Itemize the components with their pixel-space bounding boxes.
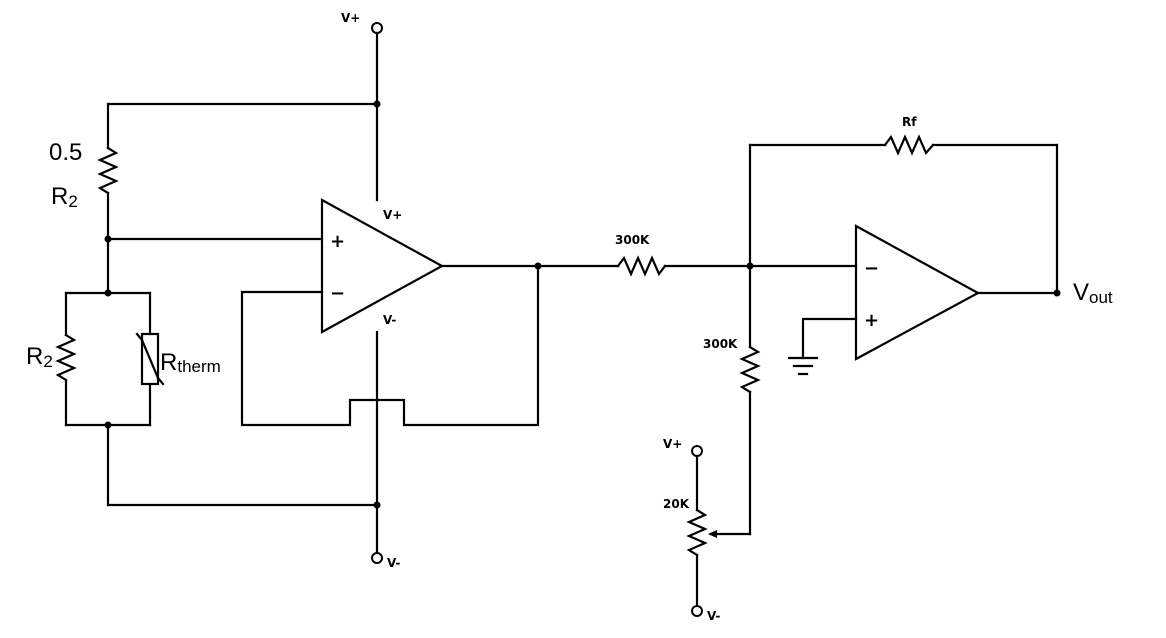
r2-half-name-label: R2	[51, 183, 78, 211]
rtherm-label: Rtherm	[160, 349, 221, 376]
pot-vminus-label: V-	[707, 609, 720, 623]
opamp1-plus-sign: +	[330, 231, 345, 252]
opamp-1	[320, 198, 445, 334]
pot-wiper-arrow	[708, 530, 717, 538]
pot-label: 20K	[663, 497, 690, 511]
output-node-dot	[1053, 289, 1061, 297]
vout-label: Vout	[1073, 279, 1113, 307]
opamp1-vplus-pin-label: V+	[383, 208, 402, 222]
opamp2-minus-sign: −	[864, 258, 879, 279]
opamp-2	[854, 224, 981, 361]
vminus-bottom-label: V-	[387, 556, 400, 570]
opamp1-minus-sign: −	[330, 283, 345, 304]
rf-label: Rf	[902, 115, 917, 129]
r-input-label: 300K	[615, 233, 650, 247]
junction-dot	[373, 100, 381, 108]
ground-wire	[801, 317, 858, 360]
r2-half-value-label: 0.5	[49, 139, 82, 166]
resistor-300k-offset	[739, 345, 761, 394]
resistor-rf	[883, 134, 935, 156]
r-offset-label: 300K	[703, 337, 738, 351]
opamp1-feedback-wire	[240, 264, 540, 427]
vplus-top-label: V+	[341, 11, 360, 25]
pot-vplus-terminal	[691, 445, 703, 457]
resistor-r2	[55, 333, 77, 382]
opamp2-plus-sign: +	[864, 310, 879, 331]
r2-label: R2	[26, 343, 53, 371]
resistor-300k-input	[616, 255, 667, 277]
resistor-r2-half	[97, 146, 119, 195]
opamp1-vminus-pin-label: V-	[383, 313, 396, 327]
potentiometer-20k	[686, 508, 708, 557]
vminus-bottom-terminal	[371, 552, 383, 564]
pot-vplus-label: V+	[663, 437, 682, 451]
vplus-top-terminal	[371, 22, 383, 34]
thermistor-slash	[135, 332, 165, 386]
pot-vminus-terminal	[691, 605, 703, 617]
